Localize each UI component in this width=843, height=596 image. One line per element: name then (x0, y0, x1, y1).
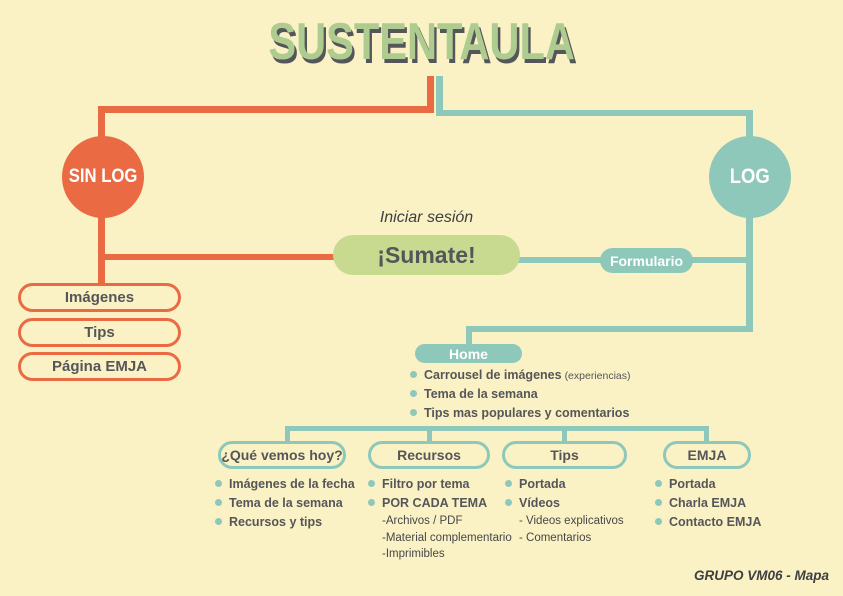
connector-line (746, 110, 753, 332)
connector-line (285, 426, 709, 431)
emja-list: Portada Charla EMJA Contacto EMJA (655, 477, 761, 534)
list-item: Charla EMJA (655, 496, 761, 510)
list-item: Recursos y tips (215, 515, 355, 529)
node-sin-log-label: SIN LOG (68, 166, 138, 187)
list-item: Vídeos (505, 496, 624, 510)
bullet-dot (505, 499, 512, 506)
bullet-dot (505, 480, 512, 487)
home-bullet-list: Carrousel de imágenes (experiencias) Tem… (410, 368, 631, 425)
list-item: Contacto EMJA (655, 515, 761, 529)
sin-log-item-tips[interactable]: Tips (18, 318, 181, 347)
bullet-dot (215, 499, 222, 506)
sin-log-item-imagenes[interactable]: Imágenes (18, 283, 181, 312)
bullet-dot (410, 409, 417, 416)
sumate-button[interactable]: ¡Sumate! (333, 235, 520, 275)
connector-line (436, 110, 753, 116)
que-vemos-hoy-list: Imágenes de la fecha Tema de la semana R… (215, 477, 355, 534)
bullet-dot (410, 371, 417, 378)
bullet-text: Carrousel de imágenes (424, 368, 562, 382)
bullet-text: Recursos y tips (229, 515, 323, 529)
bullet-text: POR CADA TEMA (382, 496, 488, 510)
tips-list: Portada Vídeos - Videos explicativos - C… (505, 477, 624, 548)
bullet-text: Portada (519, 477, 566, 491)
connector-line (466, 326, 472, 346)
list-item: Tema de la semana (410, 387, 631, 401)
bullet-text: Imágenes de la fecha (229, 477, 355, 491)
formulario-node[interactable]: Formulario (600, 248, 693, 273)
list-item: Filtro por tema (368, 477, 512, 491)
bullet-dot (655, 499, 662, 506)
section-emja[interactable]: EMJA (663, 441, 751, 469)
list-item: Tema de la semana (215, 496, 355, 510)
connector-line (98, 106, 434, 113)
connector-line (704, 426, 709, 442)
bullet-dot (215, 518, 222, 525)
sub-item: -Archivos / PDF (382, 515, 463, 527)
node-log-label: LOG (729, 165, 771, 188)
bullet-text: Tips mas populares y comentarios (424, 406, 630, 420)
sub-item: - Comentarios (519, 531, 592, 544)
bullet-note: (experiencias) (564, 370, 631, 382)
section-que-vemos-hoy[interactable]: ¿Qué vemos hoy? (218, 441, 346, 469)
list-item: Imágenes de la fecha (215, 477, 355, 491)
node-sin-log[interactable]: SIN LOG (62, 136, 144, 218)
footer-credit: GRUPO VM06 - Mapa (693, 568, 829, 583)
connector-line (466, 326, 750, 332)
section-recursos[interactable]: Recursos (368, 441, 490, 469)
sub-item: - Videos explicativos (519, 515, 624, 527)
list-item: POR CADA TEMA (368, 496, 512, 510)
bullet-text: Contacto EMJA (669, 515, 762, 529)
node-log[interactable]: LOG (709, 136, 791, 218)
bullet-text: Filtro por tema (382, 477, 470, 491)
page-title: SUSTENTAULA (0, 12, 843, 72)
bullet-dot (368, 480, 375, 487)
connector-line (101, 254, 339, 260)
bullet-dot (215, 480, 222, 487)
bullet-text: Charla EMJA (669, 496, 747, 510)
bullet-dot (655, 480, 662, 487)
list-item: Portada (655, 477, 761, 491)
connector-line (427, 426, 432, 442)
bullet-dot (655, 518, 662, 525)
sub-item: -Imprimibles (382, 548, 445, 560)
list-item: Carrousel de imágenes (experiencias) (410, 368, 631, 382)
bullet-dot (368, 499, 375, 506)
bullet-text: Tema de la semana (424, 387, 538, 401)
connector-line (436, 76, 443, 116)
bullet-text: Portada (669, 477, 716, 491)
bullet-text: Vídeos (519, 496, 560, 510)
connector-line (562, 426, 567, 442)
connector-line (285, 426, 290, 442)
section-tips[interactable]: Tips (502, 441, 627, 469)
sin-log-item-pagina-emja[interactable]: Página EMJA (18, 352, 181, 381)
bullet-text: Tema de la semana (229, 496, 343, 510)
list-item: Tips mas populares y comentarios (410, 406, 631, 420)
list-item: Portada (505, 477, 624, 491)
page-title-text: SUSTENTAULA (268, 13, 575, 71)
recursos-list: Filtro por tema POR CADA TEMA -Archivos … (368, 477, 512, 565)
iniciar-sesion-caption: Iniciar sesión (379, 209, 474, 226)
connector-line (427, 76, 434, 113)
sub-item: -Material complementario (382, 531, 512, 544)
home-node[interactable]: Home (415, 344, 522, 363)
bullet-dot (410, 390, 417, 397)
